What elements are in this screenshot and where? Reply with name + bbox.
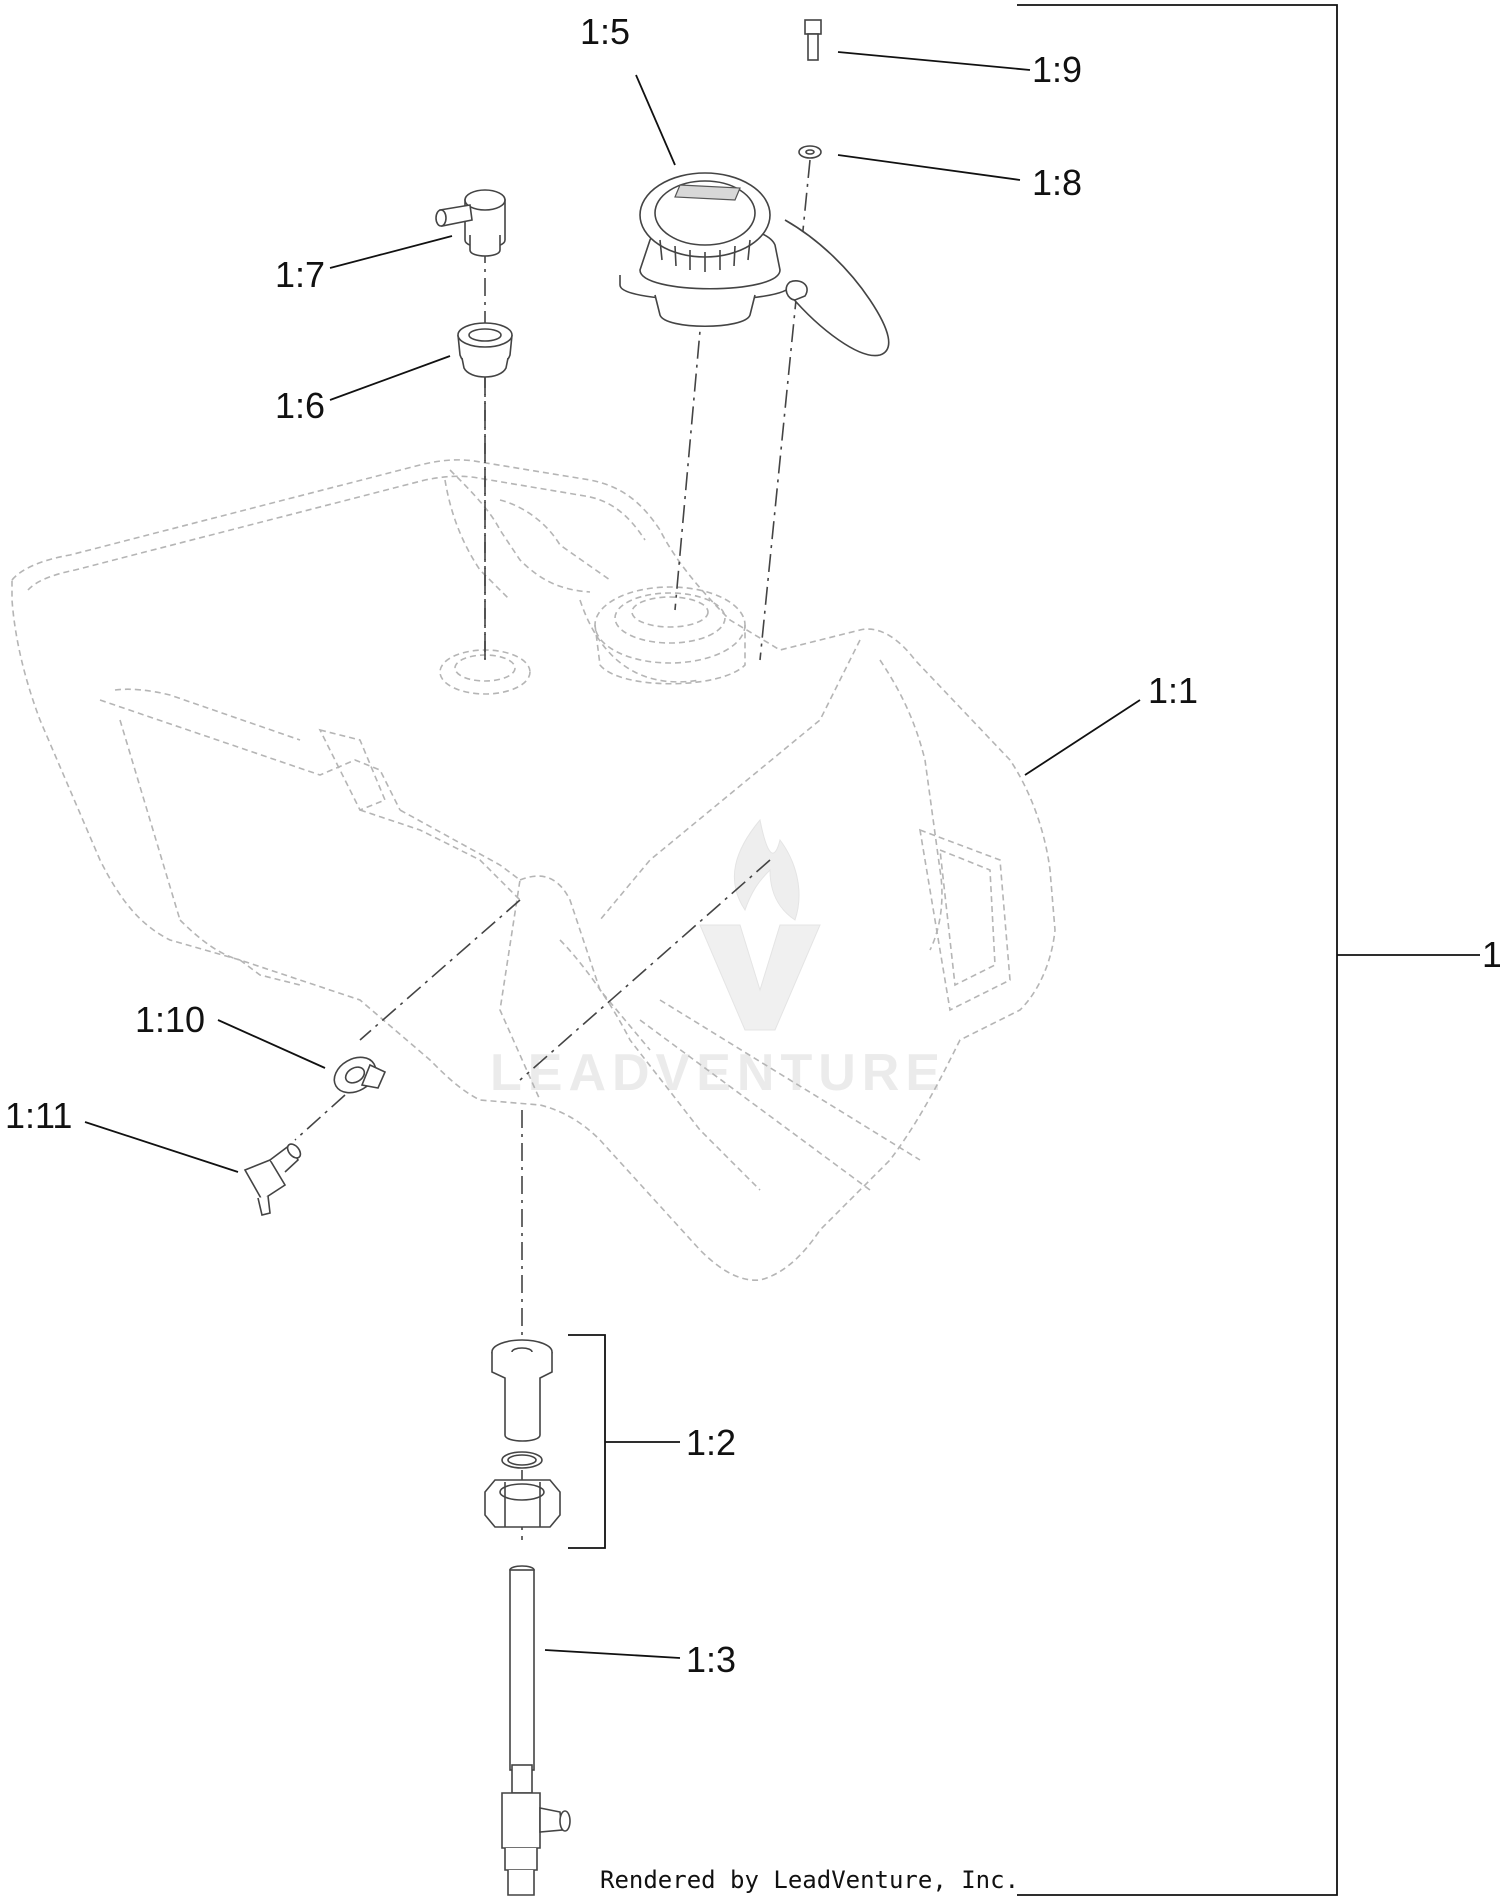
callout-1-5[interactable]: 1:5: [580, 11, 630, 52]
callout-1-2[interactable]: 1:2: [686, 1422, 736, 1463]
bushing-kit-part[interactable]: [484, 1339, 561, 1528]
cap-tether: [784, 219, 890, 357]
vent-fitting-part[interactable]: [435, 189, 506, 257]
watermark-logo: LEADVENTURE: [490, 818, 946, 1102]
screw-part[interactable]: [804, 19, 822, 61]
callout-1-7[interactable]: 1:7: [275, 254, 325, 295]
outlet-grommet-part[interactable]: [328, 1050, 387, 1100]
callout-1-3[interactable]: 1:3: [686, 1639, 736, 1680]
callout-1[interactable]: 1: [1482, 934, 1500, 975]
alignment-lines: [294, 159, 811, 1540]
callout-1-11[interactable]: 1:11: [5, 1095, 72, 1136]
callout-1-1[interactable]: 1:1: [1148, 670, 1198, 711]
tether-ring: [785, 280, 808, 301]
grommet-part[interactable]: [457, 322, 513, 378]
callout-1-8[interactable]: 1:8: [1032, 162, 1082, 203]
watermark-text: LEADVENTURE: [490, 1044, 946, 1102]
leader-lines: [84, 4, 1480, 1896]
pickup-tube-part[interactable]: [501, 1565, 571, 1896]
elbow-fitting-part[interactable]: [243, 1142, 303, 1216]
fuel-cap-part[interactable]: [619, 172, 791, 327]
washer-part[interactable]: [798, 145, 822, 159]
callout-1-9[interactable]: 1:9: [1032, 49, 1082, 90]
callout-1-10[interactable]: 1:10: [135, 999, 205, 1040]
render-credit: Rendered by LeadVenture, Inc.: [600, 1866, 1019, 1894]
fuel-tank: [11, 459, 1056, 1281]
callout-1-6[interactable]: 1:6: [275, 385, 325, 426]
